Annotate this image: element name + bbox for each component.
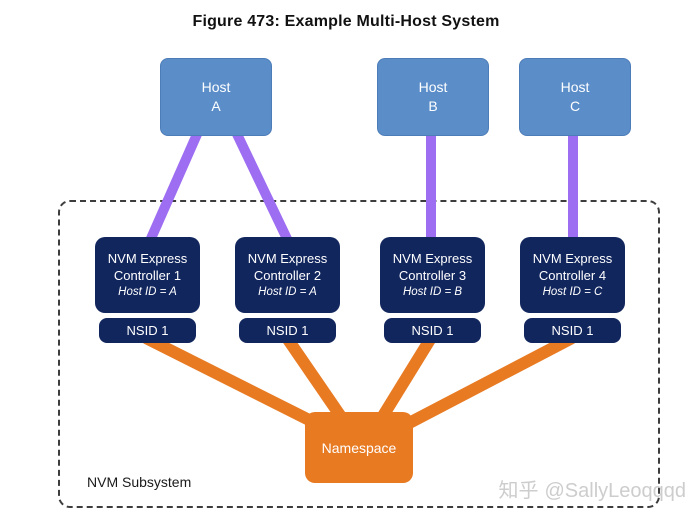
controller-3-name-line2: Controller 3	[398, 268, 467, 283]
controller-3-nsid-box: NSID 1	[384, 318, 481, 343]
watermark: 知乎@SallyLeoqqqd	[498, 474, 686, 503]
nvm-subsystem-label: NVM Subsystem	[87, 474, 192, 490]
host-c-box: Host C	[519, 58, 631, 136]
namespace-box: Namespace	[305, 412, 413, 483]
controller-1-box: NVM Express Controller 1 Host ID = A	[95, 237, 200, 313]
nvm-subsystem-boundary: NVM Subsystem	[58, 200, 660, 508]
controller-2-box: NVM Express Controller 2 Host ID = A	[235, 237, 340, 313]
controller-4-name-line2: Controller 4	[538, 268, 607, 283]
controller-2-name-line1: NVM Express	[247, 251, 328, 266]
host-c-label: Host	[560, 79, 590, 95]
controller-2-host-id: Host ID = A	[258, 286, 317, 298]
controller-1-nsid-box: NSID 1	[99, 318, 196, 343]
controller-4-box: NVM Express Controller 4 Host ID = C	[520, 237, 625, 313]
controller-2-nsid-box: NSID 1	[239, 318, 336, 343]
controller-3-name-line1: NVM Express	[392, 251, 473, 266]
controller-3-host-id: Host ID = B	[402, 286, 463, 298]
controller-1-name-line1: NVM Express	[107, 251, 188, 266]
watermark-handle: @SallyLeoqqqd	[544, 480, 686, 502]
controller-1-stack: NVM Express Controller 1 Host ID = A NSI…	[95, 237, 200, 343]
controller-4-stack: NVM Express Controller 4 Host ID = C NSI…	[520, 237, 625, 343]
host-a-id: A	[211, 98, 221, 114]
host-a-box: Host A	[160, 58, 272, 136]
controller-4-nsid-box: NSID 1	[524, 318, 621, 343]
host-b-label: Host	[418, 79, 448, 95]
host-b-box: Host B	[377, 58, 489, 136]
controller-3-stack: NVM Express Controller 3 Host ID = B NSI…	[380, 237, 485, 343]
watermark-brand: 知乎	[498, 480, 539, 502]
controller-2-name-line2: Controller 2	[253, 268, 322, 283]
host-b-id: B	[428, 98, 438, 114]
controller-2-stack: NVM Express Controller 2 Host ID = A NSI…	[235, 237, 340, 343]
controller-4-name-line1: NVM Express	[532, 251, 613, 266]
controller-1-name-line2: Controller 1	[113, 268, 182, 283]
host-a-label: Host	[201, 79, 231, 95]
figure-title: Figure 473: Example Multi-Host System	[192, 13, 500, 30]
controller-3-box: NVM Express Controller 3 Host ID = B	[380, 237, 485, 313]
controller-4-host-id: Host ID = C	[542, 286, 603, 298]
host-c-id: C	[569, 98, 581, 114]
controller-1-host-id: Host ID = A	[118, 286, 177, 298]
